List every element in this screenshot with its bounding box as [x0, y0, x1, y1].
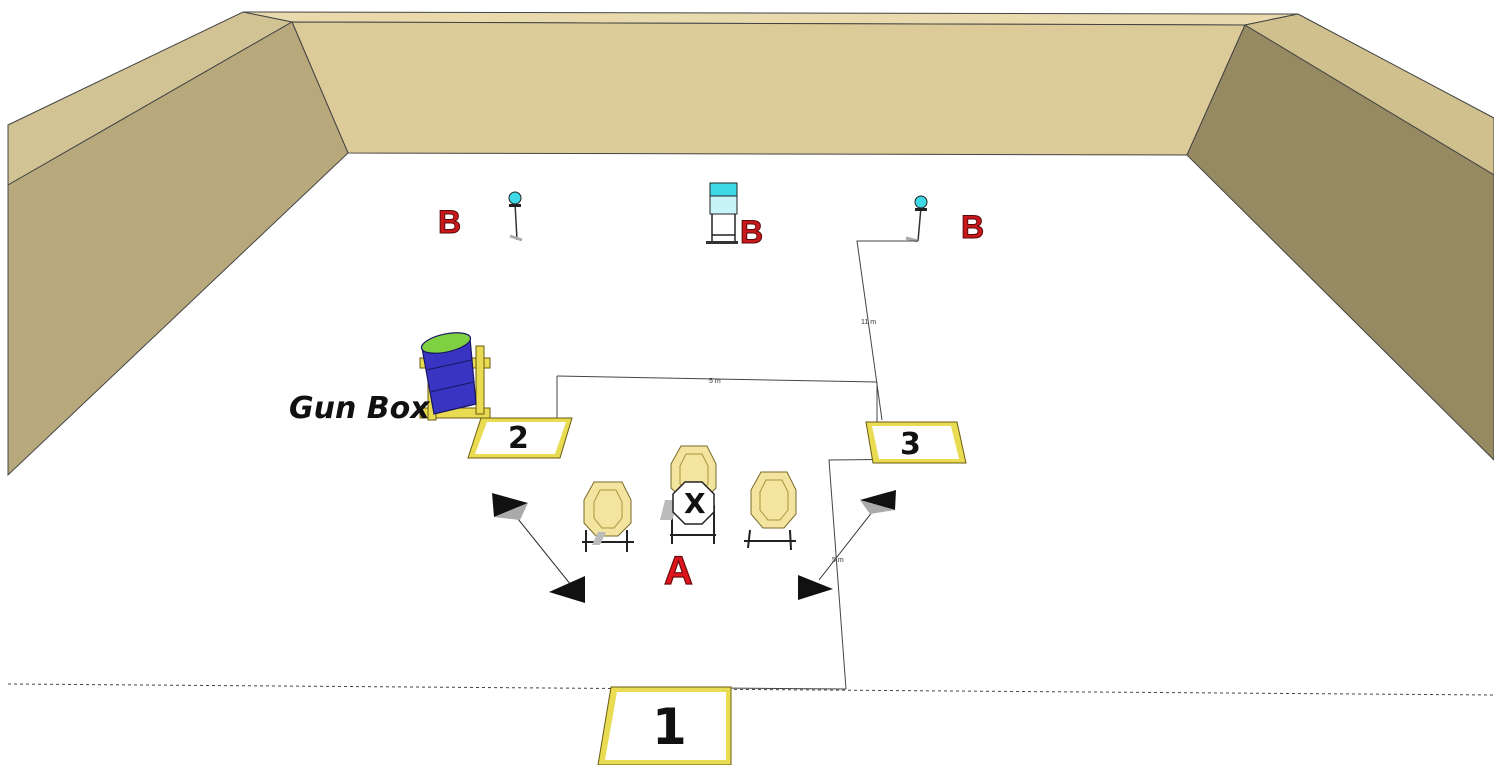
left-wall-markers	[492, 493, 585, 603]
popper-left	[508, 191, 523, 242]
shooting-box-1: 1	[597, 686, 732, 765]
svg-text:11 m: 11 m	[861, 319, 876, 326]
label-gun-box: Gun Box	[289, 391, 431, 426]
label-b-left: B	[438, 204, 461, 240]
no-shoot-x: X	[672, 481, 715, 525]
berm-right-top	[1243, 13, 1494, 176]
svg-text:3: 3	[900, 427, 921, 462]
berm-back-wall	[291, 21, 1246, 156]
berm-left-wall	[7, 21, 349, 477]
dimension-pos3-to-b: 11 m	[856, 240, 918, 421]
steel-target-right	[744, 471, 797, 551]
steel-target-left	[582, 481, 634, 552]
popper-right	[905, 195, 928, 243]
svg-text:X: X	[684, 487, 706, 520]
berm-right-wall	[1186, 24, 1494, 461]
shooting-box-3: 3	[865, 421, 967, 464]
svg-text:1: 1	[652, 698, 687, 756]
label-b-center: B	[740, 214, 763, 250]
shooting-box-2: 2	[467, 417, 573, 459]
label-a: A	[664, 549, 693, 593]
dimension-pos2-to-pos3: 5 m	[556, 375, 878, 422]
svg-text:5 m: 5 m	[709, 378, 721, 385]
svg-text:2: 2	[508, 421, 529, 456]
label-b-right: B	[961, 209, 984, 245]
paper-target-center	[706, 182, 738, 244]
gun-box-barrel	[419, 332, 491, 421]
svg-text:5 m: 5 m	[832, 557, 844, 564]
fault-line	[7, 683, 1494, 696]
right-wall-markers	[798, 490, 896, 600]
